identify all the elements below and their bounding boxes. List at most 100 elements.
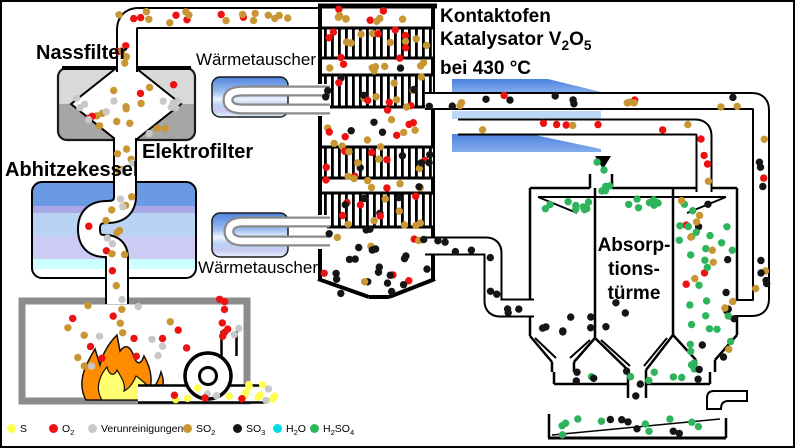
particle-o2-dot	[385, 98, 393, 107]
particle-h2so4-dot	[687, 347, 695, 356]
particle-so2-dot	[704, 177, 713, 185]
particle-so3-dot	[694, 375, 702, 383]
particle-so3-dot	[675, 429, 683, 438]
particle-so3-dot	[337, 289, 345, 298]
particle-so2-dot	[401, 37, 410, 46]
particle-so3-dot	[570, 100, 578, 108]
particle-so3-dot	[322, 93, 330, 101]
particle-o2-dot	[659, 126, 667, 134]
particle-ver-dot	[167, 103, 176, 112]
legend-item-verunreinigungen: Verunreinigungen	[88, 423, 183, 443]
particle-so3-dot	[506, 96, 514, 104]
particle-so3-dot	[602, 323, 610, 331]
particle-h2so4-dot	[633, 195, 641, 203]
particle-so3-dot	[448, 102, 456, 110]
particle-h2so4-dot	[605, 182, 614, 190]
particle-so2-dot	[110, 86, 118, 95]
particle-so3-dot	[378, 128, 387, 136]
particle-o2-dot	[697, 135, 705, 143]
particle-so2-dot	[370, 67, 378, 75]
particle-so3-dot	[632, 392, 640, 400]
particle-so2-dot	[122, 53, 131, 61]
particle-so2-dot	[752, 284, 760, 293]
particle-so3-dot	[374, 268, 383, 276]
particle-so2-dot	[344, 220, 352, 228]
particle-so2-dot	[121, 59, 129, 67]
particle-so3-dot	[633, 425, 641, 433]
particle-h2so4-dot	[593, 158, 601, 166]
particle-h2so4-dot	[634, 204, 643, 212]
particle-so2-dot	[569, 121, 577, 130]
particle-so2-dot	[354, 159, 362, 167]
particle-o2-dot	[174, 326, 182, 334]
particle-o2-dot	[130, 14, 138, 23]
particle-h2so4-dot	[650, 201, 658, 209]
particle-o2-dot	[341, 133, 349, 141]
particle-ver-dot	[119, 202, 127, 211]
particle-so3-dot	[606, 415, 615, 424]
waermetauscher-bottom-label: Wärmetauscher	[198, 258, 318, 277]
particle-so3-dot	[572, 377, 580, 385]
particle-o2-dot	[217, 10, 225, 19]
particle-so2-dot	[395, 207, 403, 215]
particle-so2-dot	[367, 183, 376, 192]
particle-o2-dot	[98, 354, 106, 362]
particle-so2-dot	[375, 155, 383, 163]
absorber-label-line3: türme	[607, 283, 661, 304]
particle-so2-dot	[84, 301, 92, 310]
particle-o2-dot	[335, 5, 343, 13]
particle-so2-dot	[372, 93, 380, 101]
particle-ver-dot	[174, 97, 182, 105]
particle-so3-dot	[415, 183, 423, 191]
particle-o2-dot	[320, 269, 328, 277]
particle-o2-dot	[215, 295, 224, 303]
particle-o2-dot	[396, 54, 404, 62]
particle-so2-dot	[334, 13, 343, 21]
particle-s-dot	[183, 394, 192, 403]
absorber-label: Absorp- tions- türme	[575, 234, 693, 306]
particle-so2-dot	[115, 226, 124, 235]
particle-so2-dot	[122, 103, 130, 111]
particle-ver-dot	[154, 351, 162, 360]
particle-so2-dot	[120, 250, 129, 259]
particle-ver-dot	[212, 392, 221, 400]
particle-so2-dot	[396, 180, 404, 188]
particle-so3-dot	[722, 288, 730, 297]
impurities-dot-icon	[88, 424, 97, 433]
particle-so3-dot	[396, 64, 405, 72]
particle-so3-dot	[618, 416, 626, 424]
nassfilter-label: Nassfilter	[36, 42, 128, 64]
particle-so2-dot	[725, 345, 733, 353]
particle-so2-dot	[115, 11, 123, 19]
particle-so2-dot	[760, 135, 768, 143]
particle-h2so4-dot	[645, 376, 653, 385]
particle-so2-dot	[142, 8, 151, 16]
particle-so3-dot	[351, 255, 359, 263]
particle-o2-dot	[220, 328, 229, 337]
particle-h2so4-dot	[687, 320, 696, 329]
particle-o2-dot	[85, 222, 93, 230]
particle-so2-dot	[116, 319, 125, 327]
particle-so2-dot	[733, 102, 741, 111]
particle-so2-dot	[416, 219, 425, 227]
particle-so3-dot	[451, 247, 460, 256]
particle-so3-dot	[362, 226, 370, 234]
particle-ver-dot	[116, 195, 125, 203]
particle-o2-dot	[172, 11, 180, 19]
particle-so3-dot	[347, 127, 355, 135]
particle-so3-dot	[538, 324, 547, 332]
particle-h2so4-dot	[645, 427, 653, 435]
particle-so2-dot	[238, 10, 247, 19]
particle-so2-dot	[708, 246, 716, 254]
particle-o2-dot	[132, 352, 140, 360]
particle-o2-dot	[500, 91, 508, 100]
particle-h2so4-dot	[684, 222, 692, 231]
particle-h2so4-dot	[675, 236, 683, 244]
particle-o2-dot	[539, 119, 548, 128]
particle-o2-dot	[383, 184, 391, 192]
kontaktofen-label-line3: bei 430 °C	[440, 57, 532, 79]
sulfur-dot-icon	[7, 424, 16, 433]
particle-o2-dot	[700, 269, 709, 277]
particle-o2-dot	[760, 174, 768, 182]
particle-so2-dot	[684, 120, 692, 129]
